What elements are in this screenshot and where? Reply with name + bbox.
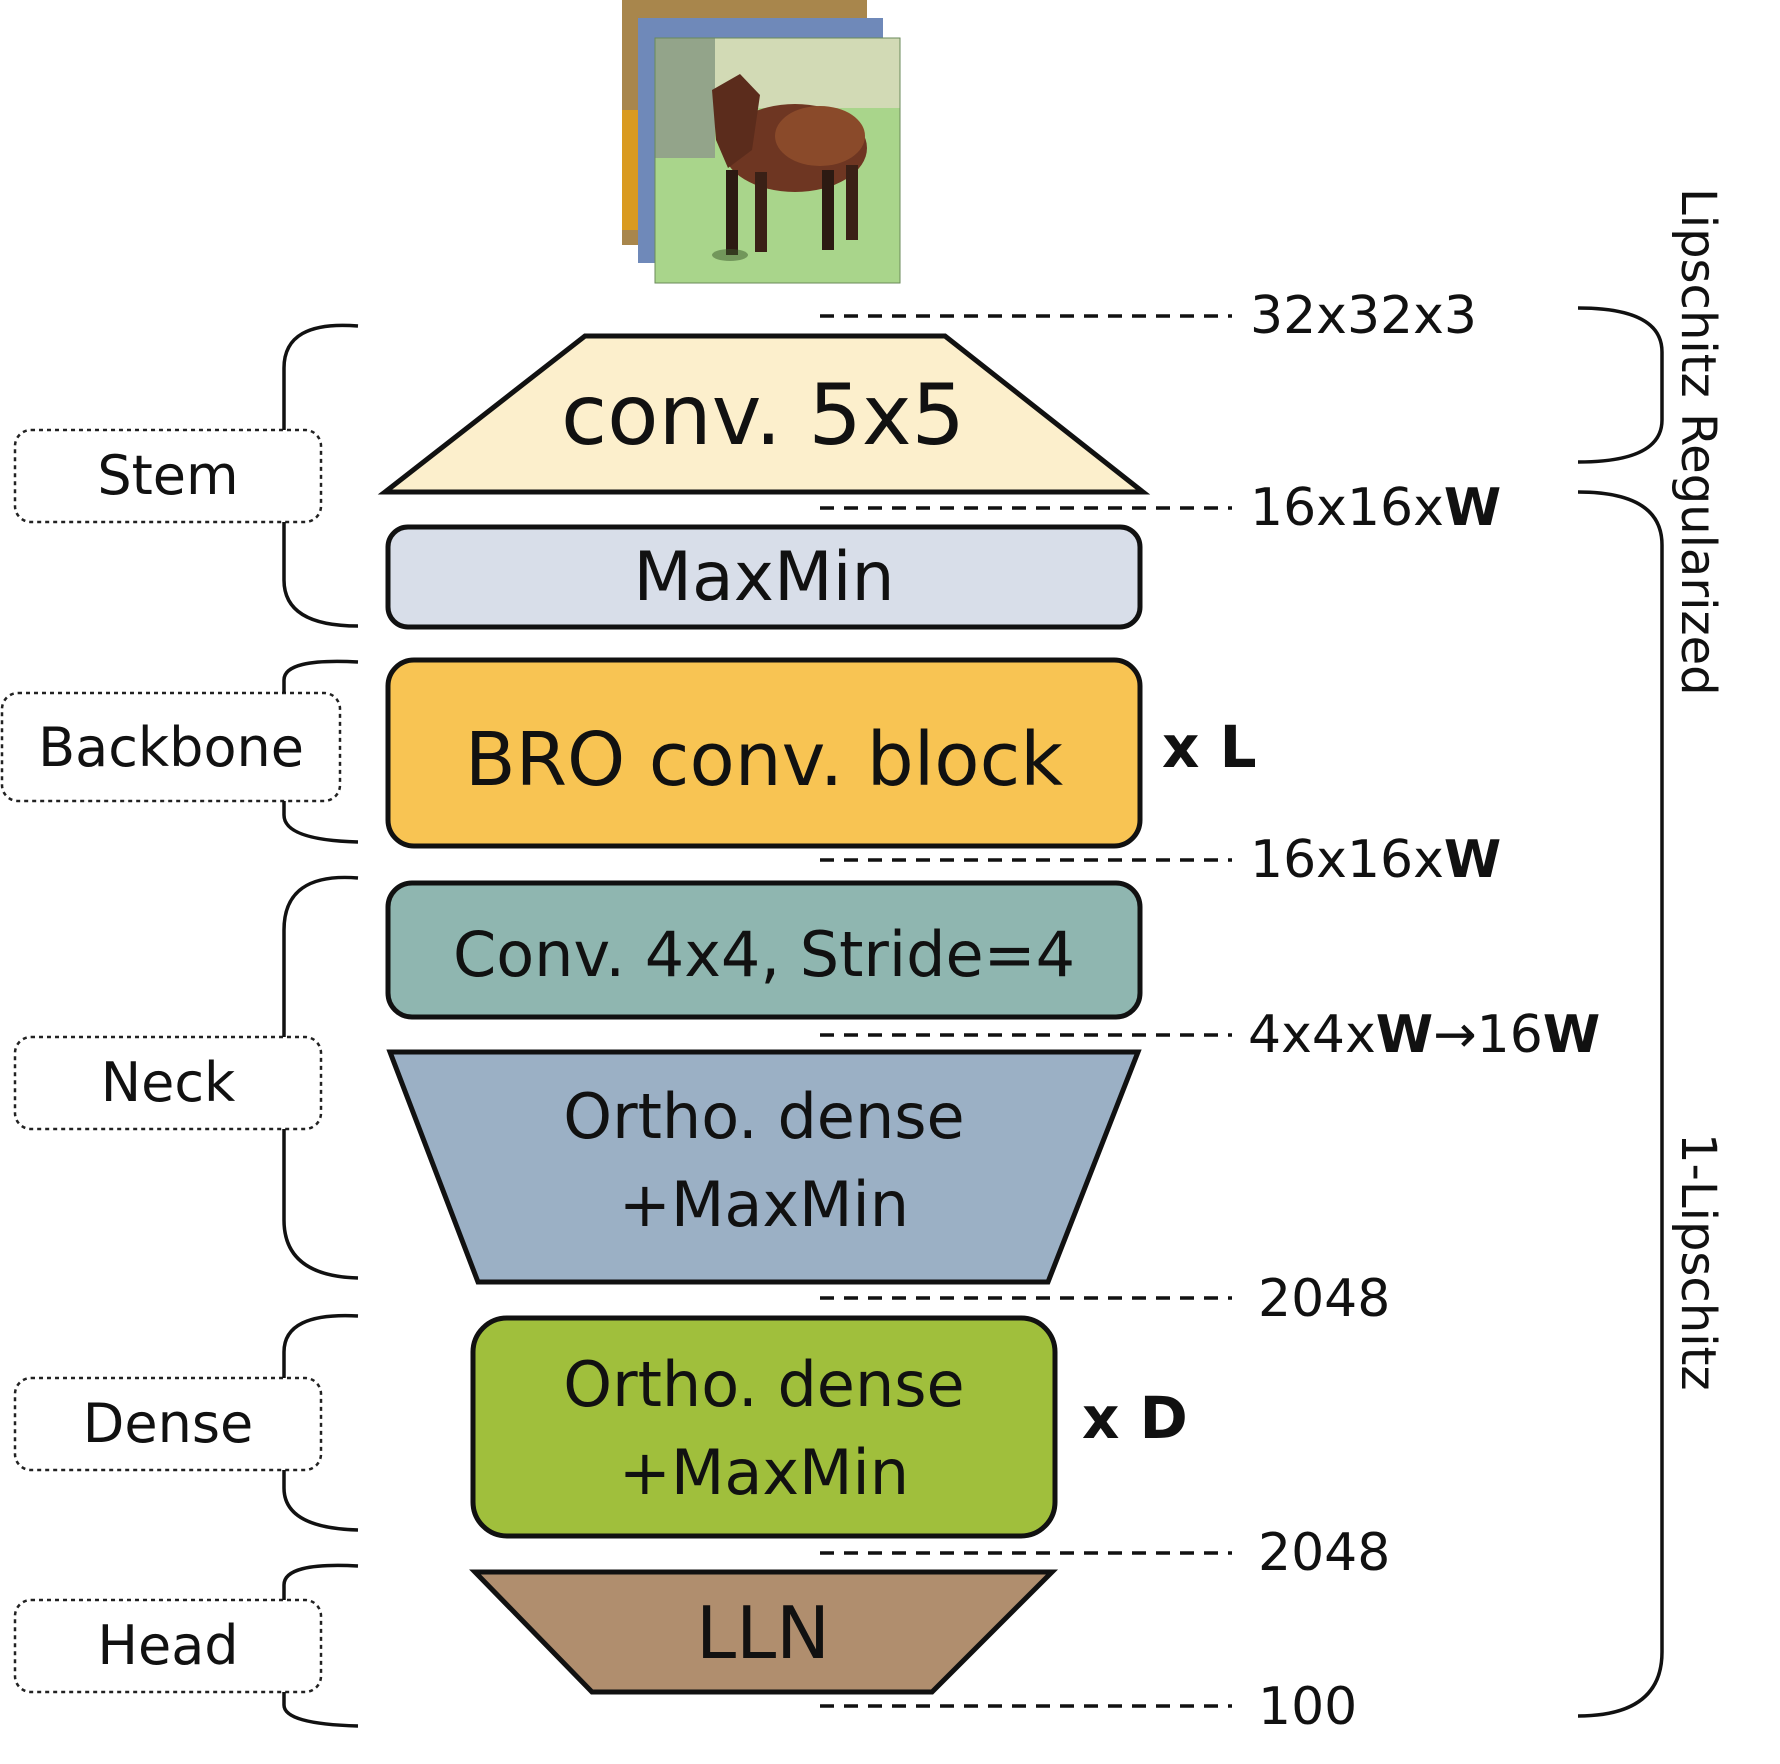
ortho-dense-layer (470, 1315, 1058, 1539)
dim-16x16xW-2: 16x16xW (1250, 830, 1501, 890)
right-braces (1577, 306, 1664, 1718)
dim-16x16xW-1: 16x16xW (1250, 478, 1501, 538)
dim-32x32x3: 32x32x3 (1250, 286, 1477, 346)
conv5x5-layer (377, 333, 1151, 495)
dim-2048-1: 2048 (1258, 1269, 1390, 1329)
stem-brace-bottom (282, 522, 359, 628)
backbone-brace-bottom (282, 801, 359, 844)
neck-label-box (13, 1035, 323, 1131)
horse-image-frame (654, 37, 901, 284)
head-brace-bottom (282, 1692, 359, 1728)
stem-brace-top (282, 323, 359, 430)
neck-label: Neck (101, 1051, 236, 1114)
ortho-dense-neck-label-line2: +MaxMin (619, 1168, 909, 1241)
dense-brace-bottom (282, 1470, 359, 1532)
backbone-brace-top (282, 659, 359, 693)
head-brace-top (282, 1563, 359, 1600)
input-image-stack (622, 0, 901, 284)
lipschitz-regularized-brace (1577, 306, 1664, 464)
dim-2048-2: 2048 (1258, 1523, 1390, 1583)
stem-label-box (13, 428, 323, 524)
input-image-back-2-edge (622, 110, 642, 230)
left-braces (282, 323, 359, 1728)
lln-label: LLN (696, 1591, 830, 1675)
maxmin-layer (385, 524, 1143, 630)
neck-brace-top (282, 875, 359, 1037)
dim-100: 100 (1258, 1677, 1357, 1737)
dim-4x4xW-to-16W: 4x4xW→16W (1248, 1005, 1600, 1065)
bro-conv-block-label: BRO conv. block (465, 717, 1063, 803)
backbone-label: Backbone (38, 716, 304, 779)
one-lipschitz-brace (1577, 490, 1664, 1718)
head-label: Head (97, 1614, 238, 1677)
dense-multiplier: x D (1082, 1384, 1188, 1452)
ortho-dense-label-line2: +MaxMin (619, 1436, 909, 1509)
backbone-label-box (0, 691, 342, 803)
conv4x4-layer (385, 880, 1143, 1020)
lln-layer (469, 1569, 1059, 1695)
stem-label: Stem (97, 444, 238, 507)
dense-brace-top (282, 1313, 359, 1378)
one-lipschitz-label: 1-Lipschitz (1670, 1133, 1726, 1391)
ortho-dense-label-line1: Ortho. dense (563, 1348, 964, 1421)
dense-label-box (13, 1376, 323, 1472)
dense-label: Dense (83, 1392, 253, 1455)
ortho-dense-neck-label-line1: Ortho. dense (563, 1080, 964, 1153)
head-label-box (13, 1598, 323, 1694)
dimension-lines (820, 314, 1232, 1708)
horse-image (655, 38, 900, 283)
lipschitz-regularized-label: Lipschitz Regularized (1670, 188, 1726, 696)
neck-brace-bottom (282, 1129, 359, 1280)
bro-conv-block-layer (385, 657, 1143, 849)
backbone-multiplier: x L (1162, 713, 1257, 781)
ortho-dense-neck-layer (386, 1049, 1142, 1285)
conv5x5-label: conv. 5x5 (561, 366, 965, 464)
maxmin-label: MaxMin (633, 538, 894, 617)
conv4x4-label: Conv. 4x4, Stride=4 (453, 918, 1075, 991)
